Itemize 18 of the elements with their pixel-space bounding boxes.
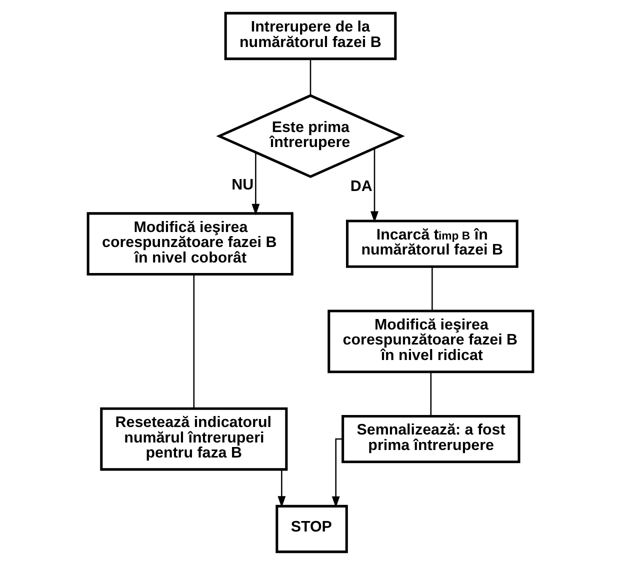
node-box: Resetează indicatorul numărul întreruperi pentru faza B bbox=[100, 407, 288, 471]
node-box: Intrerupere de la numărătorul fazei B bbox=[224, 12, 396, 60]
arrow bbox=[251, 152, 260, 216]
connector bbox=[430, 372, 432, 416]
edge-label: DA bbox=[350, 178, 372, 196]
node-box: Modifică ieşirea corespunzătoare fazei B în nivel coborât bbox=[86, 212, 293, 276]
edge-label: NU bbox=[231, 176, 254, 194]
arrow bbox=[331, 438, 342, 508]
connector bbox=[431, 266, 432, 311]
arrow bbox=[370, 148, 378, 223]
connector bbox=[192, 274, 194, 408]
node-box: STOP bbox=[275, 504, 348, 554]
node-diamond: Este prima întrerupere bbox=[216, 94, 404, 178]
arrow bbox=[277, 470, 286, 508]
node-box: Incarcă timp B în numărătorul fazei B bbox=[345, 220, 518, 268]
node-box: Semnalizează: a fost prima întrerupere bbox=[341, 414, 520, 464]
connector bbox=[309, 59, 311, 96]
node-box: Modifică ieşirea corespunzătoare fazei B în nivel ridicat bbox=[327, 310, 534, 374]
